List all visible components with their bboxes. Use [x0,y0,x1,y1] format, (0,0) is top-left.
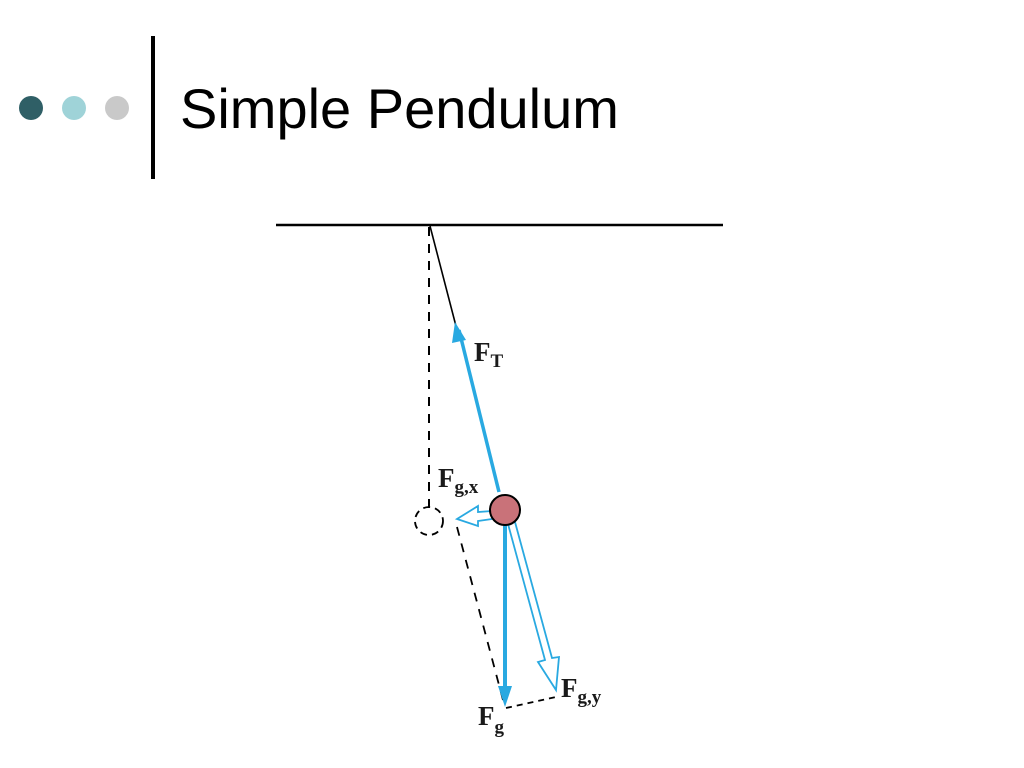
pendulum-string [429,225,458,331]
decorative-dot [105,96,129,120]
gravity-x-component-vector [454,504,493,528]
gravity-label: Fg [478,701,505,738]
pendulum-bob [489,494,521,526]
tension-arrowhead [452,322,466,343]
equilibrium-bob-outline [414,506,444,536]
gravity-arrowhead [498,686,512,707]
tension-label: FT [474,337,504,372]
decorative-dot [19,96,43,120]
construction-line-bottom [505,696,557,709]
gravity-y-label: Fg,y [561,673,602,708]
title-divider [151,36,155,179]
construction-line-left [456,526,504,701]
decorative-dot [62,96,86,120]
gravity-x-label: Fg,x [438,463,479,498]
slide-title: Simple Pendulum [180,77,619,140]
tension-vector [457,329,501,493]
gravity-y-component-vector [507,521,560,693]
